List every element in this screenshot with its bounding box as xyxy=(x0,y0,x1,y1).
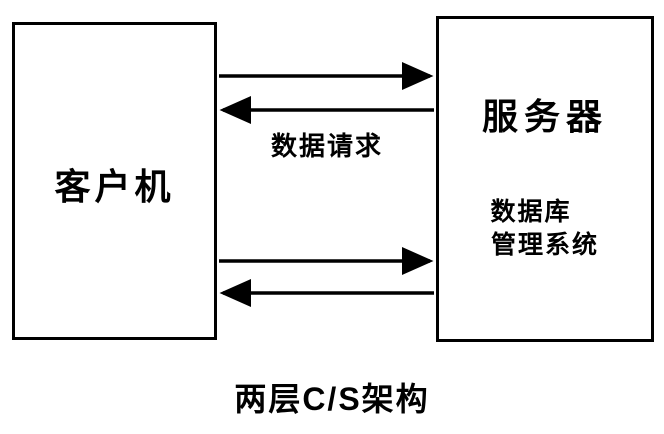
client-label: 客户机 xyxy=(54,166,175,207)
data-request-label: 数据请求 xyxy=(270,131,383,161)
client-box xyxy=(12,22,217,340)
server-label: 服务器 xyxy=(481,96,608,137)
server-box xyxy=(436,16,654,342)
diagram-caption: 两层C/S架构 xyxy=(234,381,430,417)
server-subsystem-line2: 管理系统 xyxy=(490,231,599,259)
server-subsystem-label: 数据库 管理系统 xyxy=(436,196,654,262)
server-subsystem-line1: 数据库 xyxy=(490,198,572,226)
